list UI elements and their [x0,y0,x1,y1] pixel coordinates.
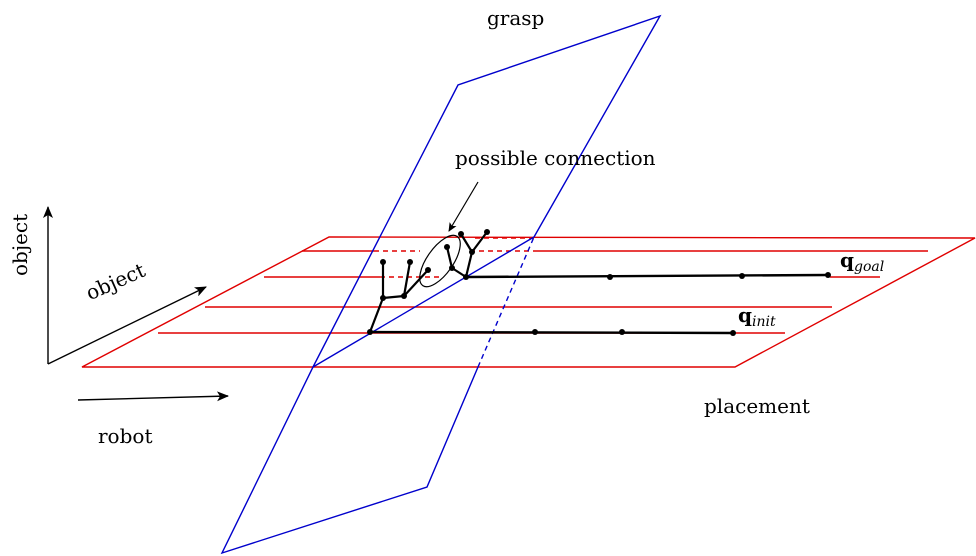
placement-label: placement [704,394,810,418]
grasp-plane [220,14,662,555]
q-init-subscript: init [751,314,776,330]
roadmap-node [401,293,407,299]
tree-edge [368,297,385,333]
roadmap-node [607,274,613,280]
grasp-plane-outline-front [220,14,662,555]
roadmap [367,181,831,336]
q-goal-subscript: goal [853,259,885,275]
object-vertical-label: object [8,213,32,276]
tree-edge [460,233,473,253]
possible-connection-label: possible connection [455,146,656,170]
q-init-node [730,330,736,336]
q-goal-symbol: q [840,248,854,272]
roadmap-node [463,274,469,280]
object-diagonal-axis [47,286,207,365]
possible-connection-arrow [448,181,479,232]
roadmap-node [367,329,373,335]
path-init [369,330,734,335]
roadmap-node [532,329,538,335]
roadmap-node [444,244,450,250]
tree-edge [402,261,412,297]
tree-edge [382,294,405,300]
roadmap-node [407,259,413,265]
placement-plane-outline [81,236,976,368]
grasp-plane-hidden-edge [477,236,535,368]
axes [43,206,229,402]
roadmap-node [484,229,490,235]
roadmap-node [380,259,386,265]
tree-edge [403,269,429,297]
robot-axis [77,391,229,402]
possible-connection-ellipse [419,234,461,288]
q-init-symbol: q [738,303,752,327]
grasp-label: grasp [487,6,545,30]
grasp-intersection-line [312,236,535,368]
roadmap-node [739,273,745,279]
tree-edge [445,246,454,269]
roadmap-node [425,267,431,273]
q-goal-label: qgoal [840,248,884,274]
roadmap-node [619,329,625,335]
tree-edge [471,231,488,253]
roadmap-node [380,295,386,301]
tree-edge [464,251,474,278]
roadmap-nodes [367,229,831,336]
path-goal [465,273,829,279]
roadmap-node [469,249,475,255]
robot-label: robot [98,424,153,448]
q-init-label: qinit [738,303,776,329]
q-goal-node [825,272,831,278]
roadmap-node [458,231,464,237]
